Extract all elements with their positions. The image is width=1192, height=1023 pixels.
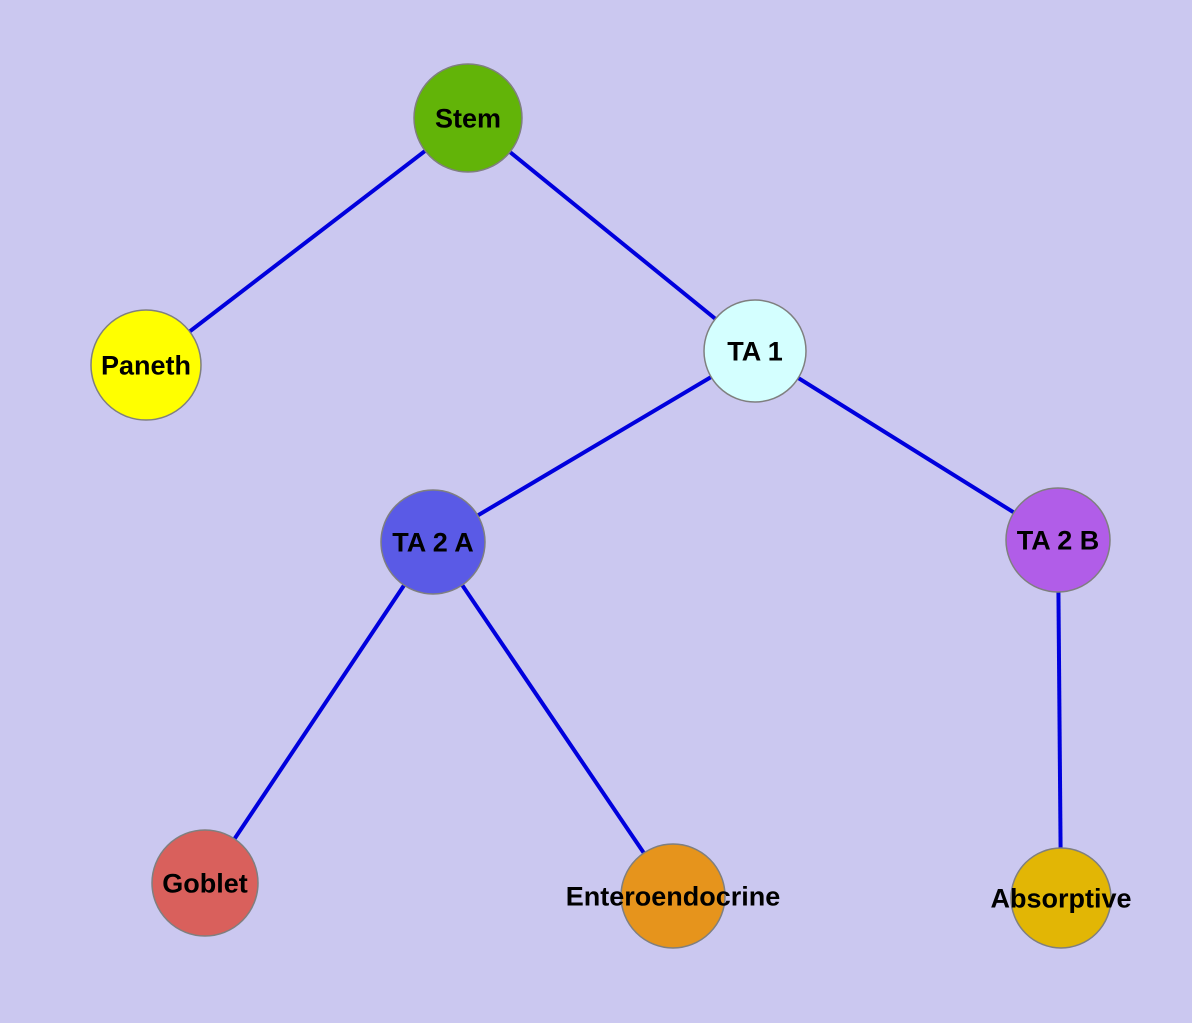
node-ta1[interactable]: TA 1 — [703, 299, 807, 403]
edge-ta2a-goblet — [203, 540, 435, 885]
node-ta2a[interactable]: TA 2 A — [380, 489, 486, 595]
edge-ta1-ta2a — [431, 349, 757, 544]
node-paneth[interactable]: Paneth — [90, 309, 202, 421]
node-circle-ta1[interactable] — [703, 299, 807, 403]
node-circle-ta2b[interactable] — [1005, 487, 1111, 593]
node-enteroendocrine[interactable]: Enteroendocrine — [566, 843, 781, 949]
edge-stem-ta1 — [466, 116, 757, 353]
edge-stem-paneth — [144, 116, 470, 367]
node-circle-enteroendocrine[interactable] — [620, 843, 726, 949]
node-goblet[interactable]: Goblet — [151, 829, 259, 937]
node-absorptive[interactable]: Absorptive — [990, 847, 1132, 949]
edge-ta1-ta2b — [753, 349, 1060, 542]
node-stem[interactable]: Stem — [413, 63, 523, 173]
edge-ta2a-enteroendocrine — [431, 540, 675, 898]
node-circle-ta2a[interactable] — [380, 489, 486, 595]
edge-ta2b-absorptive — [1056, 539, 1063, 899]
node-ta2b[interactable]: TA 2 B — [1005, 487, 1111, 593]
node-circle-absorptive[interactable] — [1010, 847, 1112, 949]
node-circle-paneth[interactable] — [90, 309, 202, 421]
node-circle-stem[interactable] — [413, 63, 523, 173]
node-circle-goblet[interactable] — [151, 829, 259, 937]
